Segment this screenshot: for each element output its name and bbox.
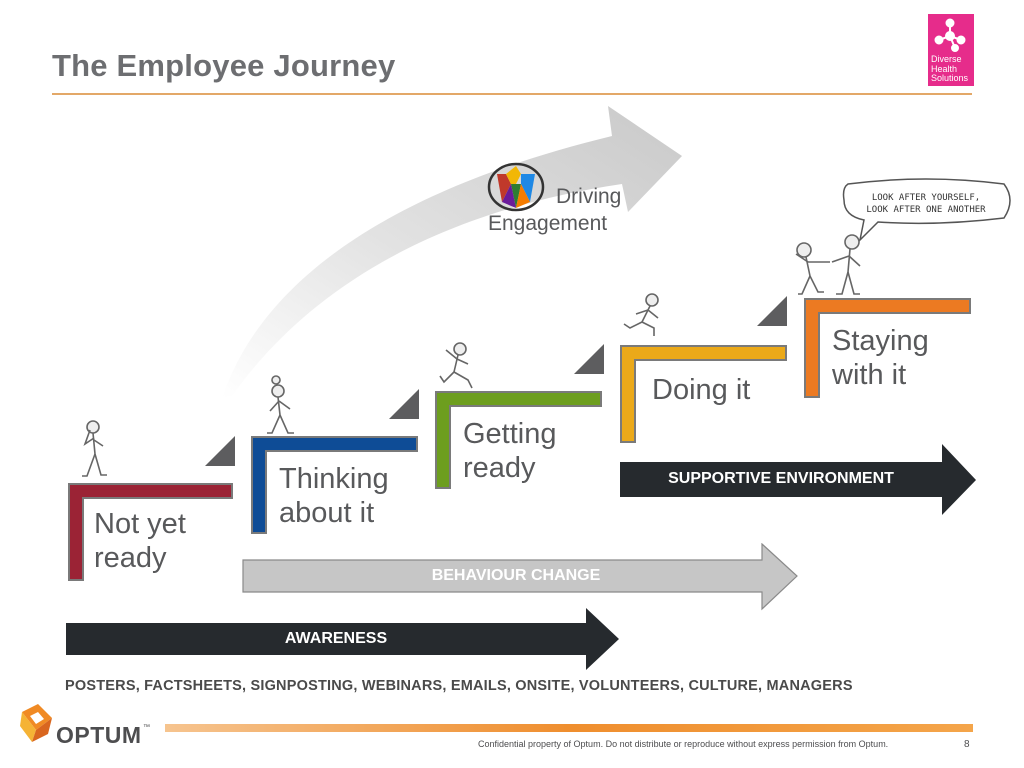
awareness-label: AWARENESS — [284, 630, 388, 647]
stage-label: Not yet ready — [94, 507, 186, 575]
stage-label-line1: Doing it — [652, 374, 751, 406]
stage-label-line1: Getting — [463, 418, 557, 450]
speech-bubble: LOOK AFTER YOURSELF, LOOK AFTER ONE ANOT… — [842, 178, 1011, 243]
stage-staying-with-it: Staying with it — [802, 296, 974, 400]
stage-label-line1: Staying — [832, 325, 929, 357]
step-corner-triangle — [757, 296, 787, 326]
brand-line: Health — [931, 63, 958, 74]
step-corner-triangle — [205, 436, 235, 466]
stage-label: Getting ready — [463, 417, 557, 485]
awareness-arrow — [66, 608, 619, 670]
engagement-channels: POSTERS, FACTSHEETS, SIGNPOSTING, WEBINA… — [65, 678, 853, 694]
stage-label-line2: about it — [279, 497, 375, 529]
step-corner-triangle — [389, 389, 419, 419]
brand-line: Solutions — [931, 73, 969, 83]
brand-logo-text: Diverse Health Solutions — [931, 54, 969, 84]
step-corner-triangle — [574, 344, 604, 374]
stage-getting-ready: Getting ready — [433, 389, 605, 491]
stage-label-line2: with it — [832, 359, 907, 391]
stage-doing-it: Doing it — [618, 343, 790, 445]
behaviour-change-label: BEHAVIOUR CHANGE — [431, 567, 601, 584]
stage-thinking-about-it: Thinking about it — [249, 434, 421, 536]
stage-label-line1: Not yet — [94, 508, 186, 540]
optum-logo-icon — [20, 704, 52, 742]
engagement-label-line1: Driving — [556, 185, 622, 208]
engagement-label-line2: Engagement — [488, 212, 608, 235]
stick-figures-pair — [795, 234, 861, 295]
stage-label: Doing it — [652, 373, 750, 407]
stage-label: Staying with it — [832, 324, 929, 392]
stick-figure-idea — [267, 375, 294, 434]
stick-figure-running — [623, 293, 659, 336]
stage-label-line1: Thinking — [279, 463, 389, 495]
stage-label-line2: ready — [463, 452, 536, 484]
optum-trademark: ™ — [143, 724, 150, 731]
optum-wordmark: OPTUM — [56, 722, 142, 748]
molecule-icon — [934, 18, 966, 52]
stick-figure-leaping — [439, 342, 473, 389]
supportive-environment-arrow — [620, 444, 976, 515]
stick-figure-thinking — [82, 420, 107, 477]
brand-line: Diverse — [931, 54, 962, 64]
stage-not-yet-ready: Not yet ready — [66, 481, 236, 583]
stage-label: Thinking about it — [279, 462, 389, 530]
page-number: 8 — [964, 739, 970, 750]
stage-label-line2: ready — [94, 542, 167, 574]
speech-bubble-line2: LOOK AFTER ONE ANOTHER — [866, 205, 986, 215]
brand-logo: Diverse Health Solutions — [928, 14, 974, 86]
title-divider — [52, 93, 972, 95]
behaviour-change-arrow — [242, 543, 798, 611]
supportive-environment-label: SUPPORTIVE ENVIRONMENT — [668, 470, 894, 487]
page-title: The Employee Journey — [52, 48, 396, 83]
footer-color-bar — [165, 724, 973, 732]
speech-bubble-line1: LOOK AFTER YOURSELF, — [872, 193, 980, 203]
diamond-emblem-icon — [487, 162, 545, 212]
confidential-notice: Confidential property of Optum. Do not d… — [478, 739, 889, 749]
